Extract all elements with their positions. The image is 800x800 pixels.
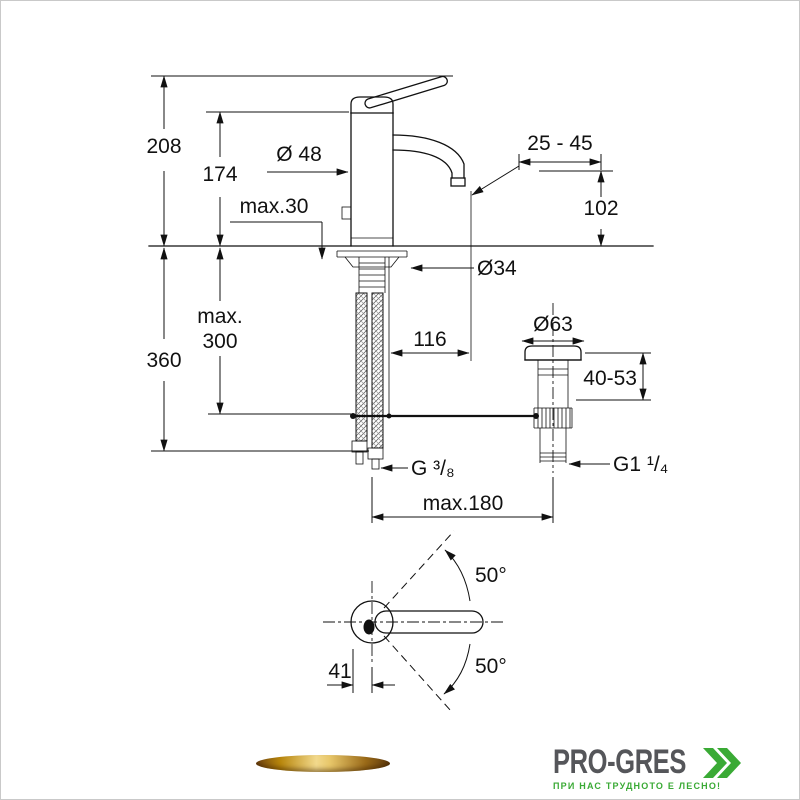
dim-label-174: 174 xyxy=(202,163,237,186)
dim-label-50deg-lower: 50° xyxy=(475,655,507,678)
dim-label-360: 360 xyxy=(146,349,181,372)
brand-tagline: ПРИ НАС ТРУДНОТО Е ЛЕСНО! xyxy=(553,781,722,791)
dim-label-diam48: Ø 48 xyxy=(276,143,322,166)
faucet-front-view xyxy=(148,75,654,247)
lever-handle xyxy=(364,75,448,109)
spout xyxy=(392,134,465,179)
dim-label-max-line1: max. xyxy=(197,305,243,328)
dim-label-208: 208 xyxy=(146,135,181,158)
dim-label-300-line2: 300 xyxy=(202,330,237,353)
drain-assembly xyxy=(524,303,582,473)
supply-hose-left xyxy=(355,292,368,442)
brand-name: PRO-GRES xyxy=(553,743,687,781)
spout-outlet xyxy=(450,177,466,187)
mounting-hardware xyxy=(336,250,539,470)
cartridge-dot xyxy=(363,619,375,635)
dim-label-102: 102 xyxy=(583,197,618,220)
lever-top-view xyxy=(374,610,484,634)
body-top-view xyxy=(350,600,394,644)
supply-hose-right xyxy=(371,292,384,449)
dim-label-g38: G ³/₈ xyxy=(411,457,455,480)
dim-label-max30: max.30 xyxy=(240,195,309,218)
dim-label-41: 41 xyxy=(328,660,351,683)
dim-label-25-45: 25 - 45 xyxy=(527,132,592,155)
dim-label-diam34: Ø34 xyxy=(477,257,517,280)
dim-label-max180: max.180 xyxy=(423,492,504,515)
drain-knurled-nut xyxy=(533,407,573,429)
dim-label-50deg-upper: 50° xyxy=(475,564,507,587)
dim-label-diam63: Ø63 xyxy=(533,313,573,336)
drain-flange xyxy=(524,345,582,361)
brand-logo: PRO-GRES xyxy=(553,743,783,781)
dim-label-116: 116 xyxy=(413,328,446,351)
dim-label-g114: G1 ¹/₄ xyxy=(613,453,668,476)
pop-up-knob xyxy=(341,206,352,220)
double-chevron-icon xyxy=(703,748,741,778)
dimension-annotations: 208 174 Ø 48 max.30 25 - 45 102 xyxy=(146,75,668,523)
gold-ellipse-decoration xyxy=(256,755,390,772)
handle-swivel-top-view: 50° 50° 41 xyxy=(323,530,507,712)
dim-label-40-53: 40-53 xyxy=(583,367,637,390)
